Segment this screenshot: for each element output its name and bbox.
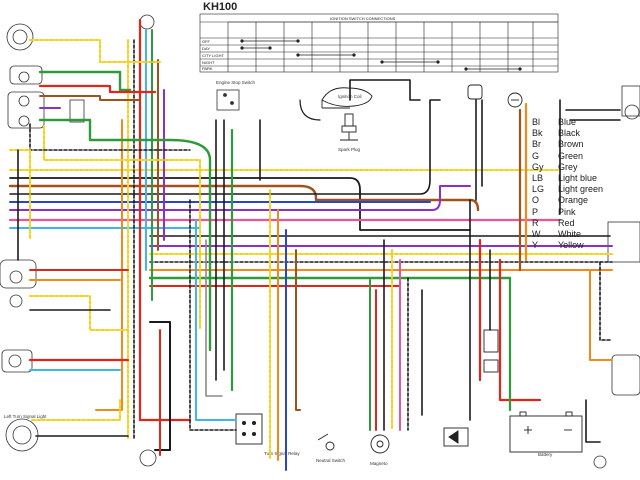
table-row-off: OFF [202,39,211,44]
wire-brown [39,95,141,101]
legend-code: Br [532,139,541,150]
legend-name: Orange [558,195,589,206]
legend-row: Gy Grey [532,162,603,173]
neutral-switch [317,433,335,451]
legend-name: White [558,229,582,240]
turn-signal-relay-top [467,84,523,108]
wire-orange [589,269,613,361]
magneto [370,434,390,454]
wire-black [349,79,421,101]
wire-red [38,84,157,94]
wire-yellow [31,399,121,421]
legend-name: Red [558,217,575,228]
legend-code: Bk [532,128,543,139]
wire-yellow [29,39,161,63]
legend-row: Bk Black [532,128,603,139]
legend-code: R [532,217,539,228]
wire-orange [95,119,123,411]
wire-harness [8,18,621,471]
rectifier [443,329,499,447]
legend-code: P [532,206,539,217]
wire-light-blue [195,219,237,421]
legend-code: LB [532,173,544,184]
legend-row: R Red [532,218,603,229]
legend-name: Pink [558,206,576,217]
wire-purple [9,185,471,211]
wire-yellow [43,125,201,331]
wire-yellow [29,295,129,331]
wire-black [189,199,237,431]
wire-gray [205,239,223,397]
wire-red [138,18,192,422]
right-components [593,85,640,469]
legend-row: Y Yellow [532,240,603,251]
legend-name: Light blue [558,173,598,184]
wire-yellow [9,149,31,241]
label-spark-plug: Spark Plug [338,147,361,152]
legend-code: G [532,150,540,161]
label-left-turn-signal: Left Turn Signal Light [4,414,47,419]
wire-red [498,258,542,402]
legend-name: Black [558,128,581,139]
wire-black [585,399,601,443]
table-heading: IGNITION SWITCH CONNECTIONS [330,16,396,21]
legend-name: Yellow [558,240,584,251]
legend-name: Light green [558,184,604,195]
legend-code: Bl [532,117,541,127]
wire-brown [8,184,480,212]
wire-green [38,70,132,92]
legend-row: Bl Blue [532,117,603,128]
ignition-coil [321,87,373,109]
label-turn-signal-relay: Turn Signal Relay [264,451,300,456]
legend-row: LB Light blue [532,173,603,184]
wire-brown [295,249,301,411]
table-row-day: DAY [202,46,210,51]
label-battery: Battery [538,452,553,457]
legend-name: Brown [558,139,584,150]
legend-row: P Pink [532,207,603,218]
legend-code: Gy [532,161,544,172]
legend-row: Br Brown [532,139,603,150]
legend-code: W [532,229,541,240]
battery [509,411,583,453]
legend-name: Grey [558,161,578,172]
wire-green [38,118,212,352]
legend-code: LG [532,184,545,195]
ignition-switch-table [199,13,559,73]
legend-code: Y [532,240,539,251]
wire-black [299,99,321,121]
legend-code: O [532,195,540,206]
table-row-park: PARK [202,66,213,71]
wire-black [149,321,171,451]
legend-row: LG Light green [532,184,603,195]
legend-row: G Green [532,151,603,162]
wire-black [9,99,441,195]
spark-plug [340,113,358,141]
legend-name: Green [558,150,584,161]
turn-signal-relay-bottom [235,413,263,445]
table-row-city-light: CITY LIGHT [202,53,224,58]
wire-black [599,261,613,341]
table-connection-dots [240,39,522,71]
engine-stop-switch [216,89,240,111]
table-row-night: NIGHT [202,60,215,65]
wire-black [9,177,471,231]
label-magneto: Magneto [370,461,388,466]
label-neutral-switch: Neutral Switch [316,458,346,463]
legend-row: W White [532,229,603,240]
label-engine-stop-switch: Engine Stop Switch [216,80,256,85]
legend-row: O Orange [532,195,603,206]
diagram-title: KH100 [203,1,238,13]
legend-name: Blue [558,117,577,127]
